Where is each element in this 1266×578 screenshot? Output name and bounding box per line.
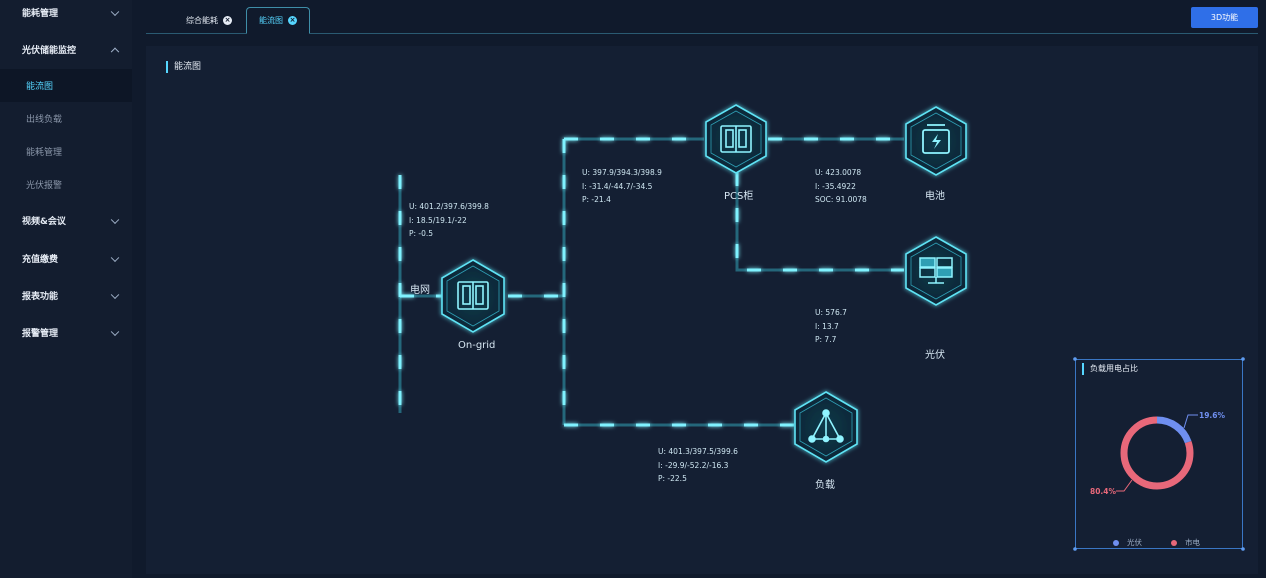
grid-power: P: -0.5 [409,229,434,238]
sidebar-item-outgoing-load[interactable]: 出线负载 [0,102,132,135]
card-corner-dots [1073,357,1245,551]
donut-slice-1[interactable] [1120,416,1194,490]
menu-label: 报警管理 [22,329,59,339]
donut-slices [1120,416,1194,490]
pv-slice-label: 19.6% [1199,411,1226,420]
battery-voltage: U: 423.0078 [815,168,862,177]
grid-label-cn: 电网 [410,285,430,296]
battery-current: I: -35.4922 [815,181,856,191]
tab-label: 能流图 [259,16,283,25]
pcs-readout: U: 397.9/394.3/398.9 I: -31.4/-44.7/-34.… [582,166,662,207]
load-ratio-card [1075,359,1243,549]
menu-reports[interactable]: 报表功能 [0,279,132,312]
sub-label: 能流图 [26,82,54,92]
solar-panel-icon [919,257,953,284]
pv-power: P: 7.7 [815,335,837,344]
legend-pv: 光伏 [1113,537,1142,548]
menu-recharge[interactable]: 充值缴费 [0,242,132,275]
battery-readout: U: 423.0078 I: -35.4922 SOC: 91.0078 [815,166,867,207]
sub-label: 出线负载 [26,115,63,125]
legend-label: 市电 [1185,538,1200,547]
load-ratio-title: 负载用电占比 [1082,363,1138,375]
battery-soc: SOC: 91.0078 [815,195,867,204]
menu-label: 视频&会议 [22,217,66,227]
sub-label: 光伏报警 [26,181,63,191]
flow-lines [398,137,904,427]
grid-label-en: On-grid [458,340,496,351]
pv-node[interactable] [905,236,967,306]
pv-label: 光伏 [925,350,945,361]
load-voltage: U: 401.3/397.5/399.6 [658,447,738,456]
sub-label: 能耗管理 [26,148,63,158]
grid-slice-label: 80.4% [1090,487,1117,496]
pcs-power: P: -21.4 [582,195,611,204]
cabinet-icon [720,125,752,153]
pcs-label: PCS柜 [724,191,754,202]
menu-pv-storage-monitor[interactable]: 光伏储能监控 [0,33,132,66]
load-power: P: -22.5 [658,474,687,483]
battery-label: 电池 [925,191,945,202]
grid-voltage: U: 401.2/397.6/399.8 [409,202,489,211]
pcs-voltage: U: 397.9/394.3/398.9 [582,168,662,177]
grid-current: I: 18.5/19.1/-22 [409,215,467,225]
menu-label: 能耗管理 [22,9,59,19]
load-node[interactable] [794,391,858,463]
pcs-node[interactable] [705,104,767,174]
pv-readout: U: 576.7 I: 13.7 P: 7.7 [815,306,847,347]
pcs-current: I: -31.4/-44.7/-34.5 [582,181,653,191]
pcs-to-pv-line [735,172,904,272]
load-current: I: -29.9/-52.2/-16.3 [658,460,729,470]
tab-label: 综合能耗 [186,15,218,25]
main-panel [146,46,1258,574]
legend-label: 光伏 [1127,538,1142,547]
3d-function-button[interactable]: 3D功能 [1191,7,1258,28]
load-readout: U: 401.3/397.5/399.6 I: -29.9/-52.2/-16.… [658,445,738,486]
tab-energy-flow[interactable]: 能流图 × [246,7,310,34]
menu-alarm-management[interactable]: 报警管理 [0,316,132,349]
sidebar-item-pv-alarm[interactable]: 光伏报警 [0,168,132,201]
battery-node[interactable] [905,106,967,176]
sidebar-item-energy-management[interactable]: 能耗管理 [0,135,132,168]
load-label: 负载 [815,480,835,491]
grid-readout: U: 401.2/397.6/399.8 I: 18.5/19.1/-22 P:… [409,200,489,241]
menu-energy-management[interactable]: 能耗管理 [0,0,132,29]
menu-label: 光伏储能监控 [22,46,77,56]
legend-grid: 市电 [1171,537,1200,548]
menu-label: 充值缴费 [22,255,59,265]
battery-icon [922,124,950,154]
tabbar-divider [146,33,1258,34]
grid-node[interactable] [441,259,505,333]
pv-voltage: U: 576.7 [815,308,847,317]
cabinet-icon [457,281,489,310]
menu-video-meeting[interactable]: 视频&会议 [0,204,132,237]
panel-title: 能流图 [166,61,201,73]
donut-leader-lines [1116,414,1198,492]
legend-dot [1171,539,1177,546]
menu-label: 报表功能 [22,292,59,302]
sidebar: 能耗管理 光伏储能监控 能流图 出线负载 能耗管理 光伏报警 视频&会议 充值缴… [0,0,132,578]
sidebar-item-energy-flow[interactable]: 能流图 [0,69,132,102]
legend-dot [1113,539,1119,546]
pv-current: I: 13.7 [815,321,839,331]
network-icon [808,409,844,443]
close-icon[interactable]: × [223,15,232,25]
tab-comprehensive-energy[interactable]: 综合能耗 × [186,7,232,33]
close-icon[interactable]: × [288,16,297,25]
